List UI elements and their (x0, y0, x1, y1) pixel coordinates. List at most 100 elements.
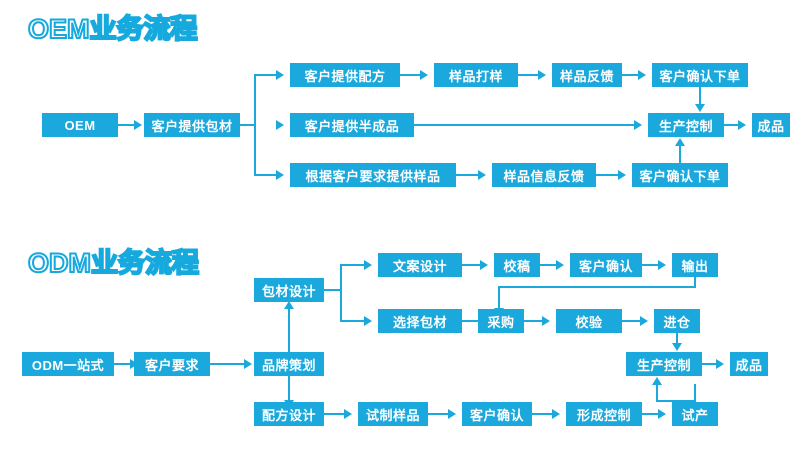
odm-arrow-requirement-to-branding (244, 359, 252, 369)
odm-arrow-confirm-to-output (658, 260, 666, 270)
odm-box-finished[interactable]: 成品 (730, 352, 768, 376)
odm-line-hub-to-copy-design (340, 264, 366, 266)
odm-box-purchase[interactable]: 采购 (478, 309, 524, 333)
oem-line-b3s2-b3s3 (596, 174, 620, 176)
odm-line-output-left (498, 286, 696, 288)
oem-arrow-b3s1-b3s2 (478, 170, 486, 180)
odm-section-title: ODM业务流程 (27, 248, 200, 278)
odm-branch-vertical (340, 264, 342, 320)
oem-arrow-b3s3-to-production (675, 138, 685, 146)
odm-line-formula-to-trial-sample (324, 413, 346, 415)
odm-box-customer-confirm-top[interactable]: 客户确认 (570, 253, 642, 277)
oem-line-b1s2-b1s3 (518, 74, 540, 76)
oem-box-branch3-step1[interactable]: 根据客户要求提供样品 (290, 163, 456, 187)
oem-arrow-to-branch2 (276, 120, 284, 130)
odm-box-package-design[interactable]: 包材设计 (254, 278, 324, 302)
oem-arrow-b3s2-b3s3 (618, 170, 626, 180)
odm-line-proofread-to-confirm (540, 264, 558, 266)
oem-arrow-b1s4-to-production (695, 104, 705, 112)
oem-section-title: OEM业务流程 (27, 14, 199, 44)
odm-arrow-proofread-to-confirm (556, 260, 564, 270)
odm-line-trial-production-left (656, 400, 694, 402)
odm-arrow-trial-sample-to-confirm (448, 409, 456, 419)
odm-line-production-to-finished (702, 363, 718, 365)
odm-line-branding-to-formula (288, 376, 290, 402)
oem-box-production[interactable]: 生产控制 (648, 113, 724, 137)
odm-box-trial-sample[interactable]: 试制样品 (358, 402, 428, 426)
odm-box-inspect[interactable]: 校验 (556, 309, 622, 333)
oem-box-branch3-step3[interactable]: 客户确认下单 (632, 163, 728, 187)
odm-line-package-design-to-hub (324, 289, 342, 291)
oem-line-production-to-finished (724, 124, 740, 126)
odm-box-start[interactable]: ODM一站式 (22, 352, 114, 376)
odm-box-copy-design[interactable]: 文案设计 (378, 253, 462, 277)
odm-arrow-trial-production-to-production (652, 377, 662, 385)
oem-arrow-to-branch1 (276, 70, 284, 80)
odm-box-proofread[interactable]: 校稿 (494, 253, 540, 277)
oem-box-branch1-step2[interactable]: 样品打样 (434, 63, 518, 87)
odm-arrow-form-control-to-trial-production (658, 409, 666, 419)
odm-box-customer-confirm-bottom[interactable]: 客户确认 (462, 402, 532, 426)
oem-box-branch1-step3[interactable]: 样品反馈 (552, 63, 622, 87)
odm-line-output-down (694, 277, 696, 288)
oem-box-finished[interactable]: 成品 (752, 113, 790, 137)
oem-box-branch3-step2[interactable]: 样品信息反馈 (492, 163, 596, 187)
odm-box-form-control[interactable]: 形成控制 (566, 402, 642, 426)
oem-line-b1s3-b1s4 (622, 74, 640, 76)
odm-box-output[interactable]: 输出 (672, 253, 718, 277)
oem-box-branch1-step1[interactable]: 客户提供配方 (290, 63, 400, 87)
oem-arrow-branch2-to-production (634, 120, 642, 130)
oem-arrow-b1s1-b1s2 (420, 70, 428, 80)
odm-line-trial-production-riser (694, 384, 696, 402)
oem-line-b3s1-b3s2 (456, 174, 480, 176)
oem-line-packaging-to-hub (240, 124, 256, 126)
odm-line-trial-production-to-production (656, 384, 658, 402)
odm-arrow-inspect-to-warehouse (640, 316, 648, 326)
oem-arrow-start-to-packaging (134, 120, 142, 130)
oem-line-hub-to-branch1 (254, 74, 278, 76)
odm-box-production[interactable]: 生产控制 (626, 352, 702, 376)
odm-line-trial-sample-to-confirm (428, 413, 450, 415)
odm-box-formula-design[interactable]: 配方设计 (254, 402, 324, 426)
odm-arrow-branding-to-package-design (284, 301, 294, 309)
odm-line-warehouse-to-production (676, 333, 678, 345)
odm-box-requirement[interactable]: 客户要求 (134, 352, 210, 376)
oem-line-start-to-packaging (118, 124, 136, 126)
oem-box-start[interactable]: OEM (42, 113, 118, 137)
oem-box-branch1-step4[interactable]: 客户确认下单 (652, 63, 748, 87)
oem-arrow-b1s3-b1s4 (638, 70, 646, 80)
oem-line-hub-to-branch3 (254, 174, 278, 176)
oem-arrow-b1s2-b1s3 (538, 70, 546, 80)
odm-line-form-control-to-trial-production (642, 413, 660, 415)
odm-box-trial-production[interactable]: 试产 (672, 402, 718, 426)
odm-arrow-production-to-finished (716, 359, 724, 369)
odm-line-purchase-to-inspect (524, 320, 544, 322)
odm-line-branding-to-package-design (288, 308, 290, 352)
odm-line-select-to-purchase (462, 320, 482, 322)
odm-line-requirement-to-branding (210, 363, 248, 365)
odm-line-confirm-to-output (642, 264, 660, 266)
odm-line-inspect-to-warehouse (622, 320, 642, 322)
oem-arrow-to-branch3 (276, 170, 284, 180)
odm-arrow-purchase-to-inspect (542, 316, 550, 326)
odm-arrow-copy-to-proofread (480, 260, 488, 270)
oem-line-b3s3-to-production (679, 145, 681, 163)
oem-line-branch2-to-production (414, 124, 636, 126)
odm-box-branding[interactable]: 品牌策划 (254, 352, 324, 376)
odm-box-select-package[interactable]: 选择包材 (378, 309, 462, 333)
odm-arrow-warehouse-to-production (672, 343, 682, 351)
oem-box-branch2-step1[interactable]: 客户提供半成品 (290, 113, 414, 137)
oem-line-b1s1-b1s2 (400, 74, 422, 76)
odm-line-output-to-purchase (498, 286, 500, 310)
odm-line-confirm-to-form-control (532, 413, 554, 415)
oem-box-packaging[interactable]: 客户提供包材 (144, 113, 240, 137)
oem-line-b1s4-to-production (699, 87, 701, 105)
odm-box-warehouse[interactable]: 进仓 (654, 309, 700, 333)
odm-arrow-to-copy-design (364, 260, 372, 270)
odm-line-copy-to-proofread (462, 264, 482, 266)
odm-arrow-to-select-package (364, 316, 372, 326)
oem-arrow-production-to-finished (738, 120, 746, 130)
odm-line-hub-to-select-package (340, 320, 366, 322)
oem-branch-vertical (254, 74, 256, 176)
